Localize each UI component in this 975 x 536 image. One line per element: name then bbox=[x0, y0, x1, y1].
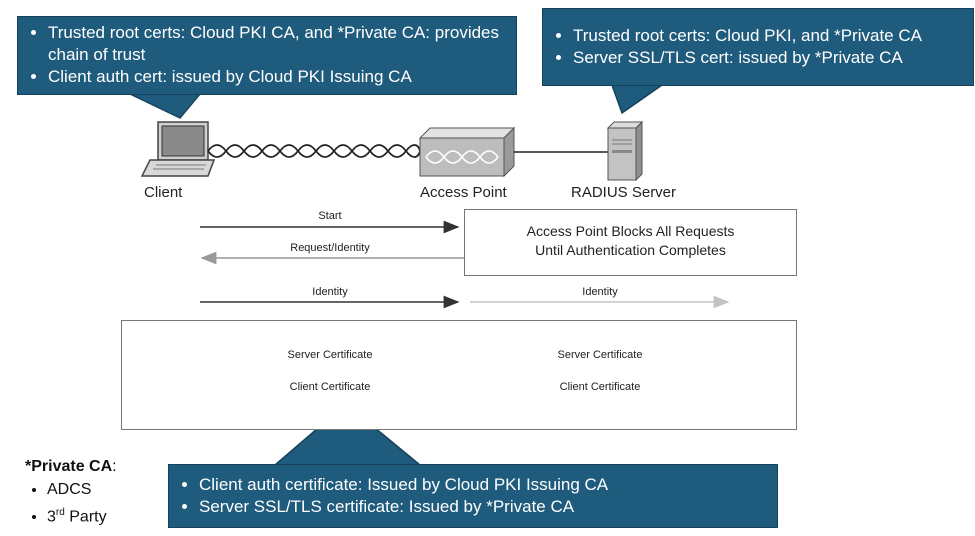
server-callout-item: Server SSL/TLS cert: issued by *Private … bbox=[573, 47, 963, 69]
server-icon bbox=[606, 120, 644, 182]
legend-title: *Private CA bbox=[25, 458, 113, 475]
client-callout: Trusted root certs: Cloud PKI CA, and *P… bbox=[17, 16, 517, 95]
message-client-cert-left: Client Certificate bbox=[289, 381, 371, 393]
private-ca-legend: *Private CA: ADCS 3rd Party bbox=[25, 458, 117, 528]
client-callout-item: Trusted root certs: Cloud PKI CA, and *P… bbox=[48, 22, 506, 66]
blocking-notice-line1: Access Point Blocks All Requests bbox=[526, 223, 735, 239]
message-identity-left: Identity bbox=[312, 286, 348, 298]
blocking-notice-line2: Until Authentication Completes bbox=[535, 242, 726, 258]
server-callout-pointer bbox=[610, 84, 665, 115]
message-request-identity: Request/Identity bbox=[290, 242, 370, 254]
legend-item-superscript: rd bbox=[55, 507, 65, 518]
legend-item-text: Party bbox=[64, 508, 107, 526]
server-callout: Trusted root certs: Cloud PKI, and *Priv… bbox=[542, 8, 974, 86]
blocking-notice: Access Point Blocks All Requests Until A… bbox=[464, 222, 797, 260]
legend-item-number: 3 bbox=[47, 508, 56, 526]
exchange-callout-item: Server SSL/TLS certificate: Issued by *P… bbox=[199, 496, 767, 518]
client-callout-item: Client auth cert: issued by Cloud PKI Is… bbox=[48, 66, 506, 88]
legend-colon: : bbox=[112, 458, 117, 475]
exchange-callout-item: Client auth certificate: Issued by Cloud… bbox=[199, 474, 767, 496]
message-server-cert-left: Server Certificate bbox=[287, 349, 373, 361]
radius-server-label: RADIUS Server bbox=[571, 184, 677, 201]
message-client-cert-right: Client Certificate bbox=[559, 381, 641, 393]
wireless-link-icon bbox=[207, 144, 421, 158]
access-point-label: Access Point bbox=[420, 184, 507, 201]
client-label: Client bbox=[144, 184, 183, 201]
legend-item: 3rd Party bbox=[47, 501, 117, 528]
certificate-exchange-box bbox=[121, 320, 797, 430]
laptop-icon bbox=[140, 121, 216, 177]
exchange-callout: Client auth certificate: Issued by Cloud… bbox=[168, 464, 778, 528]
legend-item: ADCS bbox=[47, 478, 117, 501]
message-start: Start bbox=[318, 210, 342, 222]
blocking-notice-box bbox=[464, 209, 797, 276]
server-callout-item: Trusted root certs: Cloud PKI, and *Priv… bbox=[573, 25, 963, 47]
message-server-cert-right: Server Certificate bbox=[557, 349, 643, 361]
client-callout-pointer bbox=[129, 93, 202, 119]
message-identity-right: Identity bbox=[582, 286, 618, 298]
access-point-icon bbox=[418, 126, 516, 178]
